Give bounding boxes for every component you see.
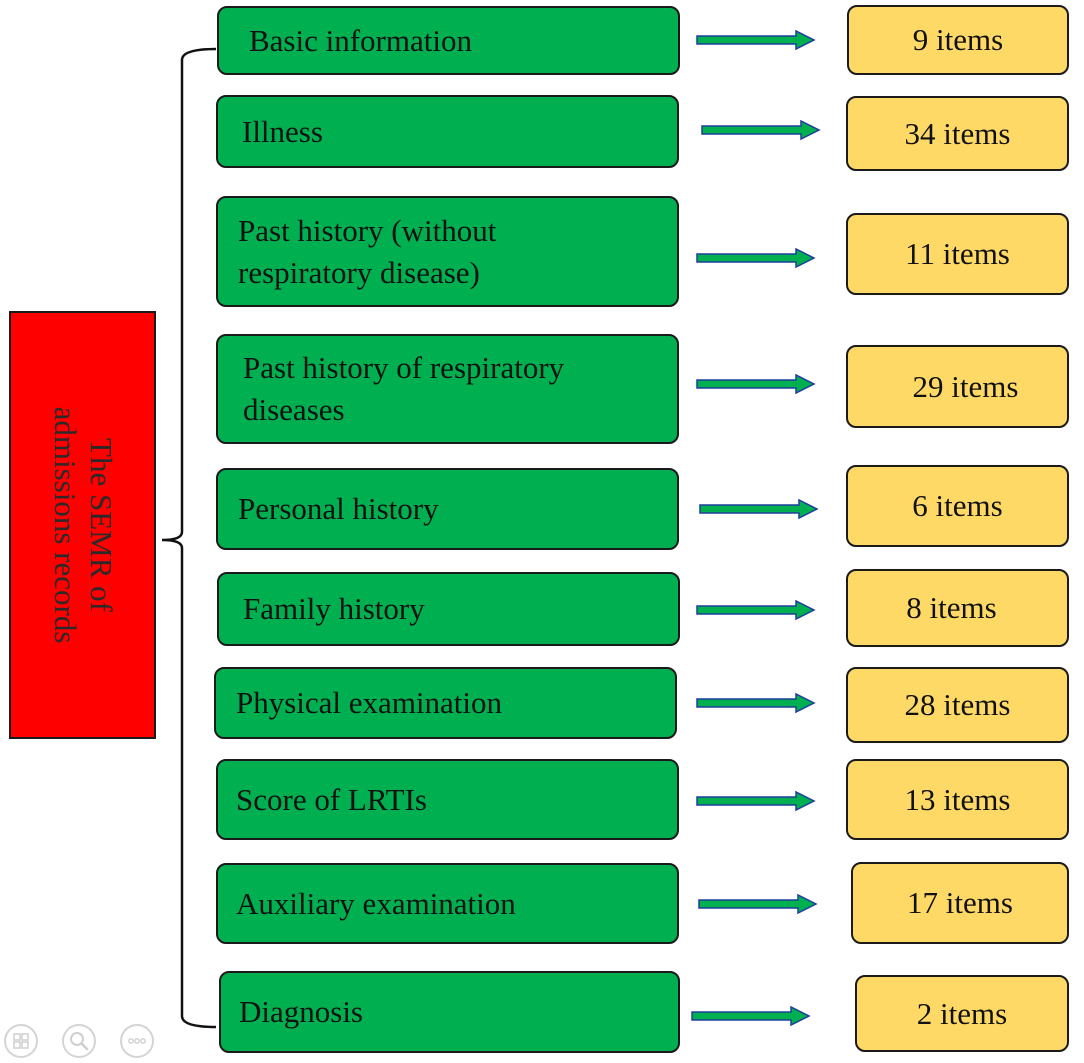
arrow-icon: [696, 247, 816, 269]
count-label: 2 items: [916, 995, 1008, 1031]
count-label: 6 items: [912, 488, 1003, 523]
count-label: 17 items: [907, 885, 1013, 920]
category-box-score-of-lrtis: Score of LRTIs: [216, 759, 679, 840]
arrow-icon: [691, 1005, 811, 1027]
viewer-toolbar: [4, 1024, 164, 1060]
category-label: Family history: [243, 588, 425, 630]
category-label: Past history of respiratory diseases: [243, 347, 564, 431]
category-label: Diagnosis: [239, 991, 363, 1033]
arrow-icon: [696, 692, 816, 714]
count-box: 28 items: [846, 667, 1069, 743]
more-icon[interactable]: [120, 1024, 154, 1058]
category-label: Illness: [242, 111, 323, 153]
category-label-line: Family history: [243, 591, 425, 626]
count-label: 34 items: [904, 115, 1011, 151]
category-label-line: respiratory disease): [238, 254, 480, 290]
category-label-line: Score of LRTIs: [236, 781, 427, 817]
category-box-past-history-respiratory: Past history of respiratory diseases: [216, 334, 679, 444]
arrow-icon: [699, 498, 819, 520]
count-label: 13 items: [904, 781, 1011, 817]
category-box-auxiliary-examination: Auxiliary examination: [216, 863, 679, 944]
category-label: Basic information: [249, 20, 472, 62]
thumbnails-icon[interactable]: [4, 1024, 38, 1058]
category-box-personal-history: Personal history: [216, 468, 679, 550]
category-box-physical-examination: Physical examination: [214, 667, 677, 739]
arrow-icon: [696, 373, 816, 395]
arrow-icon: [696, 599, 816, 621]
count-box: 34 items: [846, 96, 1069, 171]
count-label: 29 items: [912, 368, 1019, 404]
category-label: Physical examination: [236, 682, 502, 724]
category-box-basic-information: Basic information: [217, 6, 680, 75]
count-box: 9 items: [847, 5, 1069, 75]
count-label: 11 items: [905, 236, 1010, 271]
count-box: 6 items: [846, 465, 1069, 547]
category-label-line: Auxiliary examination: [236, 885, 516, 921]
category-label-line: Past history of respiratory: [243, 350, 565, 385]
count-label: 28 items: [904, 687, 1011, 722]
count-box: 17 items: [851, 862, 1069, 944]
category-box-illness: Illness: [216, 95, 679, 168]
category-label: Past history (without respiratory diseas…: [238, 210, 496, 294]
category-label: Score of LRTIs: [236, 779, 427, 821]
category-box-past-history-without-respiratory: Past history (without respiratory diseas…: [216, 196, 679, 307]
category-label: Personal history: [238, 488, 439, 530]
count-box: 11 items: [846, 213, 1069, 295]
arrow-icon: [698, 893, 818, 915]
category-label-line: Illness: [242, 113, 323, 149]
count-box: 2 items: [855, 975, 1069, 1052]
count-label: 8 items: [906, 590, 997, 625]
category-box-family-history: Family history: [217, 572, 680, 646]
category-label-line: diseases: [243, 392, 345, 427]
category-label-line: Basic information: [249, 22, 472, 58]
root-node: The SEMR of admissions records: [9, 311, 156, 739]
category-box-diagnosis: Diagnosis: [219, 971, 680, 1053]
arrow-icon: [696, 29, 816, 51]
category-label-line: Diagnosis: [239, 994, 363, 1029]
count-box: 8 items: [846, 569, 1069, 647]
arrow-icon: [701, 119, 821, 141]
category-label-line: Physical examination: [236, 685, 503, 720]
category-label-line: Personal history: [238, 491, 439, 526]
category-label-line: Past history (without: [238, 212, 497, 248]
count-box: 29 items: [846, 345, 1069, 428]
category-label: Auxiliary examination: [236, 883, 516, 925]
arrow-icon: [696, 790, 816, 812]
count-box: 13 items: [846, 759, 1069, 840]
count-label: 9 items: [912, 22, 1004, 57]
zoom-icon[interactable]: [62, 1024, 96, 1058]
grouping-bracket: [161, 47, 217, 1029]
